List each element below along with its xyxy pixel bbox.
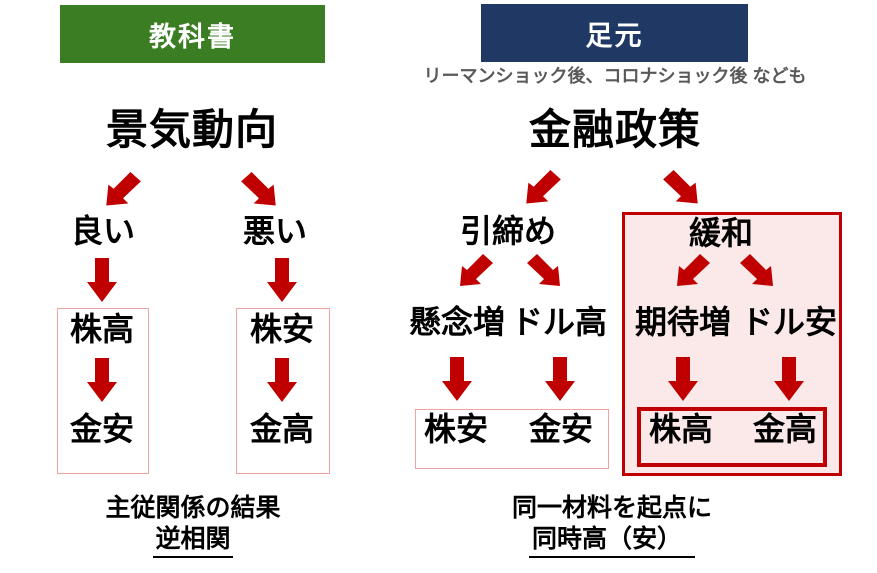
left-caption-line2: 逆相関: [153, 524, 233, 558]
arrow-down-icon: [86, 258, 118, 302]
monetary-policy-title: 金融政策: [528, 106, 701, 153]
stock-high-label: 株高: [69, 311, 134, 347]
leaf-expect-label: 期待増: [634, 304, 731, 340]
arrow-down-left-icon: [671, 254, 713, 296]
textbook-header-label: 教科書: [149, 21, 236, 52]
left-caption-line1: 主従関係の結果: [105, 494, 281, 522]
textbook-header-badge: 教科書: [60, 5, 325, 63]
arrow-down-left-icon: [520, 170, 564, 214]
right-caption-line1: 同一材料を起点に: [511, 494, 712, 522]
arrow-down-icon: [774, 357, 804, 401]
arrow-down-icon: [267, 358, 297, 402]
arrow-down-icon: [545, 357, 575, 401]
right-caption: 同一材料を起点に 同時高（安）: [462, 493, 762, 558]
result-gold-low-label: 金安: [528, 411, 593, 447]
branch-bad-label: 悪い: [242, 213, 307, 249]
result-gold-high-label: 金高: [752, 411, 817, 447]
arrow-down-left-icon: [100, 172, 144, 216]
result-stock-high-label: 株高: [648, 411, 713, 447]
gold-high-label: 金高: [249, 411, 314, 447]
leaf-dollar-low-label: ドル安: [740, 304, 837, 340]
current-header-label: 足元: [585, 20, 644, 51]
arrow-down-right-icon: [660, 170, 704, 214]
arrow-down-icon: [266, 258, 298, 302]
result-stock-low-label: 株安: [423, 411, 488, 447]
leaf-concern-label: 懸念増: [408, 304, 505, 340]
stock-high-gold-high-box: [637, 407, 827, 467]
arrow-down-icon: [87, 358, 117, 402]
easing-highlight-box: [622, 212, 842, 476]
arrow-down-right-icon: [524, 254, 566, 296]
stock-low-label: 株安: [249, 311, 314, 347]
branch-good-label: 良い: [70, 213, 135, 249]
branch-ease-label: 緩和: [688, 215, 753, 251]
leaf-dollar-high-label: ドル高: [510, 304, 607, 340]
arrow-down-icon: [442, 357, 472, 401]
right-caption-line2: 同時高（安）: [528, 524, 695, 558]
business-trend-title: 景気動向: [105, 106, 278, 153]
arrow-down-left-icon: [454, 254, 496, 296]
current-header-badge: 足元: [481, 4, 748, 62]
gold-low-label: 金安: [69, 411, 134, 447]
shock-examples-subtitle: リーマンショック後、コロナショック後 なども: [423, 66, 807, 86]
stock-low-gold-low-box: [415, 409, 609, 469]
arrow-down-right-icon: [238, 172, 282, 216]
arrow-down-right-icon: [737, 254, 779, 296]
left-caption: 主従関係の結果 逆相関: [43, 493, 343, 558]
arrow-down-icon: [668, 357, 698, 401]
branch-tighten-label: 引締め: [459, 213, 556, 249]
